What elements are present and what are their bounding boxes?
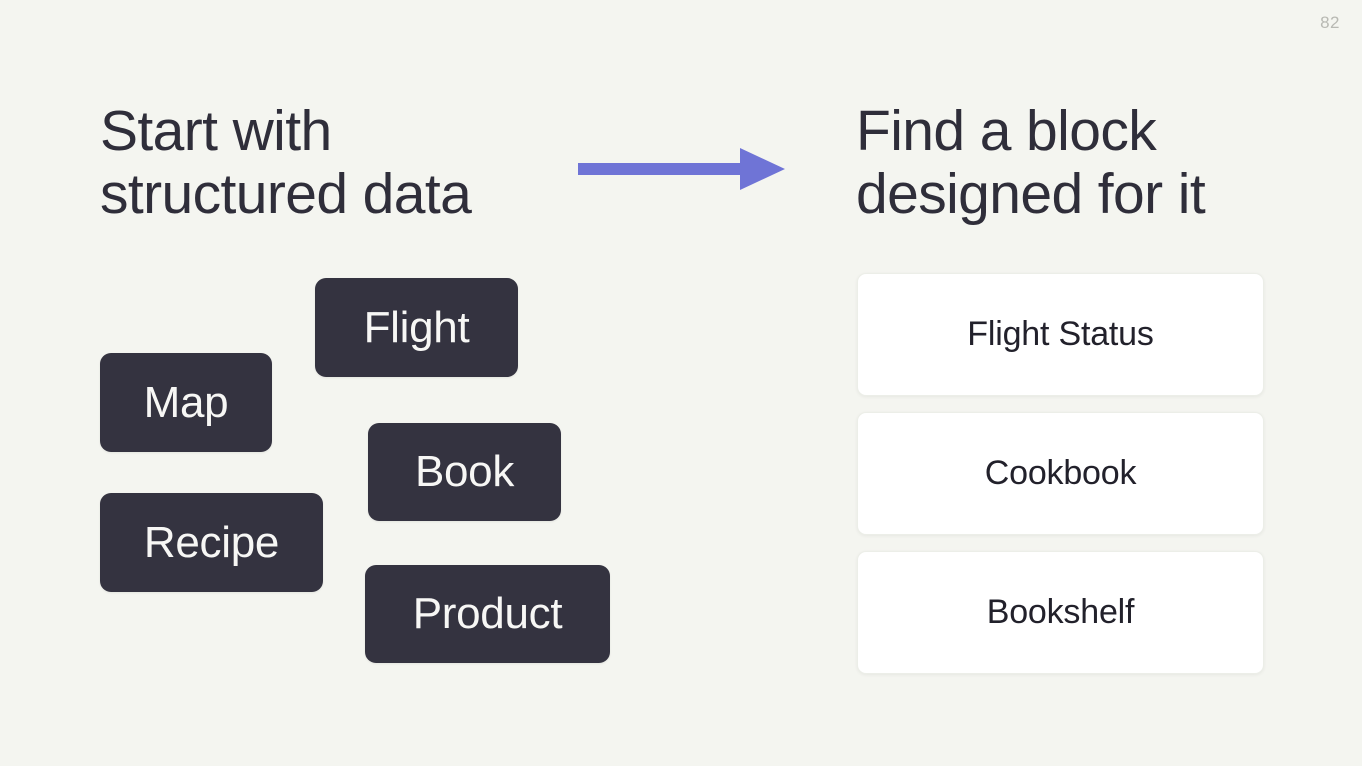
chip-product[interactable]: Product [365,565,610,663]
chip-flight[interactable]: Flight [315,278,518,377]
page-number: 82 [1320,13,1340,32]
chip-map[interactable]: Map [100,353,272,452]
left-heading: Start with structured data [100,99,472,226]
right-heading: Find a block designed for it [856,99,1206,226]
block-card-bookshelf[interactable]: Bookshelf [857,551,1264,674]
right-arrow-icon [575,142,790,196]
block-card-list: Flight Status Cookbook Bookshelf [857,273,1264,674]
block-card-cookbook[interactable]: Cookbook [857,412,1264,535]
block-card-flight-status[interactable]: Flight Status [857,273,1264,396]
chip-book[interactable]: Book [368,423,561,521]
chip-recipe[interactable]: Recipe [100,493,323,592]
